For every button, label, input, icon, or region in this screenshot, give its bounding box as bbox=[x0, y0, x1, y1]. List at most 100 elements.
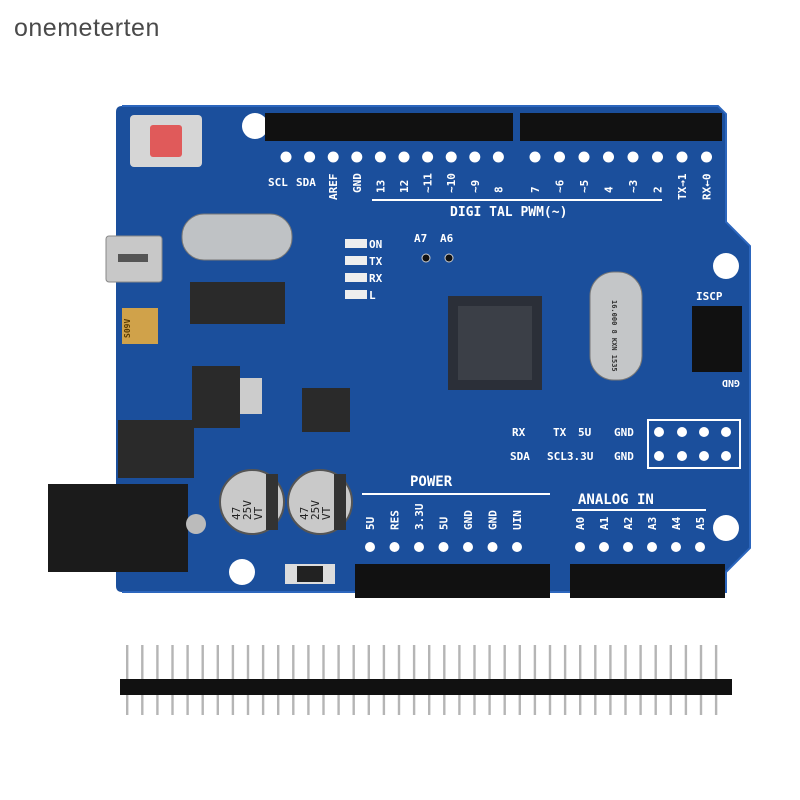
capacitor-label: VT bbox=[320, 506, 333, 520]
a6-label: A6 bbox=[440, 232, 454, 245]
pin-hole bbox=[463, 542, 473, 552]
pin-hole bbox=[623, 542, 633, 552]
pin-hole bbox=[469, 151, 481, 163]
led-label: TX bbox=[369, 255, 383, 268]
icsp-label: ISCP bbox=[696, 290, 723, 303]
led bbox=[345, 290, 367, 299]
pin-hole bbox=[676, 151, 688, 163]
aux-pin-label: GND bbox=[614, 426, 634, 439]
male-pin-header-strip bbox=[120, 645, 732, 715]
pin-hole bbox=[554, 151, 565, 163]
digital-pwm-title: DIGI TAL PWM(~) bbox=[450, 205, 567, 220]
pin-hole bbox=[627, 151, 639, 163]
reset-button[interactable] bbox=[130, 115, 202, 167]
pin-hole bbox=[647, 542, 657, 552]
usb-serial-chip bbox=[190, 282, 285, 324]
pin-hole bbox=[487, 542, 498, 552]
mcu-crystal: 16.000 8 KXN 1535 bbox=[589, 271, 643, 381]
capacitor-label: 47 bbox=[298, 507, 311, 520]
analog-pin-label: A0 bbox=[574, 517, 587, 530]
led-label: RX bbox=[369, 272, 383, 285]
mounting-hole bbox=[242, 113, 268, 139]
pin-hole bbox=[652, 151, 663, 163]
aux-pin-label: SCL3.3U bbox=[547, 450, 594, 463]
analog-pin-label: A2 bbox=[622, 517, 635, 530]
pin-label: 4 bbox=[603, 186, 616, 193]
analog-header bbox=[570, 564, 725, 598]
digital-header-right bbox=[520, 113, 722, 141]
analog-pin-label: A5 bbox=[694, 517, 707, 530]
capacitor-label: 25V bbox=[309, 500, 322, 520]
power-pin-label: UIN bbox=[511, 510, 524, 530]
power-pin-label: RES bbox=[389, 510, 402, 530]
capacitor-label: 47 bbox=[230, 507, 243, 520]
pin-hole bbox=[365, 542, 375, 552]
crystal-oscillator bbox=[181, 213, 293, 261]
led bbox=[345, 273, 367, 282]
pin-hole bbox=[721, 427, 731, 437]
microcontroller-chip bbox=[448, 296, 542, 390]
pin-label: SDA bbox=[296, 176, 316, 189]
pin-hole bbox=[654, 451, 664, 461]
polyfuse bbox=[122, 308, 158, 344]
usb-port bbox=[105, 235, 163, 283]
svg-text:S09V: S09V bbox=[123, 319, 132, 338]
pin-hole bbox=[699, 427, 709, 437]
pin-hole bbox=[280, 151, 292, 163]
pin-hole bbox=[671, 542, 681, 552]
regulator-2 bbox=[118, 420, 194, 478]
digital-header-left bbox=[265, 113, 513, 141]
capacitor-label: VT bbox=[252, 506, 265, 520]
pin-hole bbox=[575, 542, 585, 552]
pin-label: 7 bbox=[529, 186, 542, 193]
svg-text:16.000 8 KXN 1535: 16.000 8 KXN 1535 bbox=[610, 300, 618, 372]
pin-label: ~9 bbox=[469, 180, 482, 193]
pin-hole bbox=[695, 542, 705, 552]
aux-pin-label: RX bbox=[512, 426, 526, 439]
pin-hole bbox=[677, 427, 687, 437]
led bbox=[345, 239, 367, 248]
analog-pin-label: A4 bbox=[670, 516, 683, 530]
mounting-hole bbox=[229, 559, 255, 585]
op-amp-chip bbox=[302, 388, 350, 432]
pin-hole bbox=[654, 427, 664, 437]
power-pin-label: GND bbox=[487, 510, 500, 530]
pin-hole bbox=[374, 151, 386, 163]
power-title: POWER bbox=[410, 474, 453, 490]
watermark-text: onemeterten bbox=[14, 14, 160, 42]
mounting-hole bbox=[713, 515, 739, 541]
pin-label: ~3 bbox=[627, 180, 640, 193]
pin-hole bbox=[304, 151, 316, 163]
power-pin-label: GND bbox=[462, 510, 475, 530]
pin-hole bbox=[492, 151, 504, 163]
pin-label: TX→1 bbox=[676, 173, 689, 200]
pin-hole bbox=[422, 151, 434, 163]
pin-label: 2 bbox=[652, 186, 665, 193]
pin-hole bbox=[438, 542, 449, 552]
pin-hole bbox=[599, 542, 609, 552]
pin-hole bbox=[701, 151, 712, 163]
pin-hole bbox=[578, 151, 590, 163]
pin-label: SCL bbox=[268, 176, 288, 189]
led-label: ON bbox=[369, 238, 382, 251]
pin-hole bbox=[445, 151, 457, 163]
pin-hole bbox=[721, 451, 731, 461]
pin-label: ~5 bbox=[578, 180, 591, 193]
pin-hole bbox=[414, 542, 424, 552]
pin-label: RX←0 bbox=[701, 174, 714, 201]
pin-hole bbox=[327, 151, 339, 163]
dc-power-jack bbox=[48, 484, 206, 572]
aux-pin-label: GND bbox=[614, 450, 634, 463]
aux-pin-label: 5U bbox=[578, 426, 592, 439]
mounting-hole bbox=[713, 253, 739, 279]
power-pin-label: 5U bbox=[438, 516, 451, 530]
pin-label: 13 bbox=[374, 180, 387, 193]
pin-hole bbox=[351, 151, 363, 163]
power-header bbox=[355, 564, 550, 598]
pin-hole bbox=[677, 451, 687, 461]
analog-pin-label: A1 bbox=[598, 516, 611, 530]
led bbox=[345, 256, 367, 265]
power-pin-label: 5U bbox=[364, 516, 377, 530]
pin-label: ~6 bbox=[554, 179, 567, 193]
